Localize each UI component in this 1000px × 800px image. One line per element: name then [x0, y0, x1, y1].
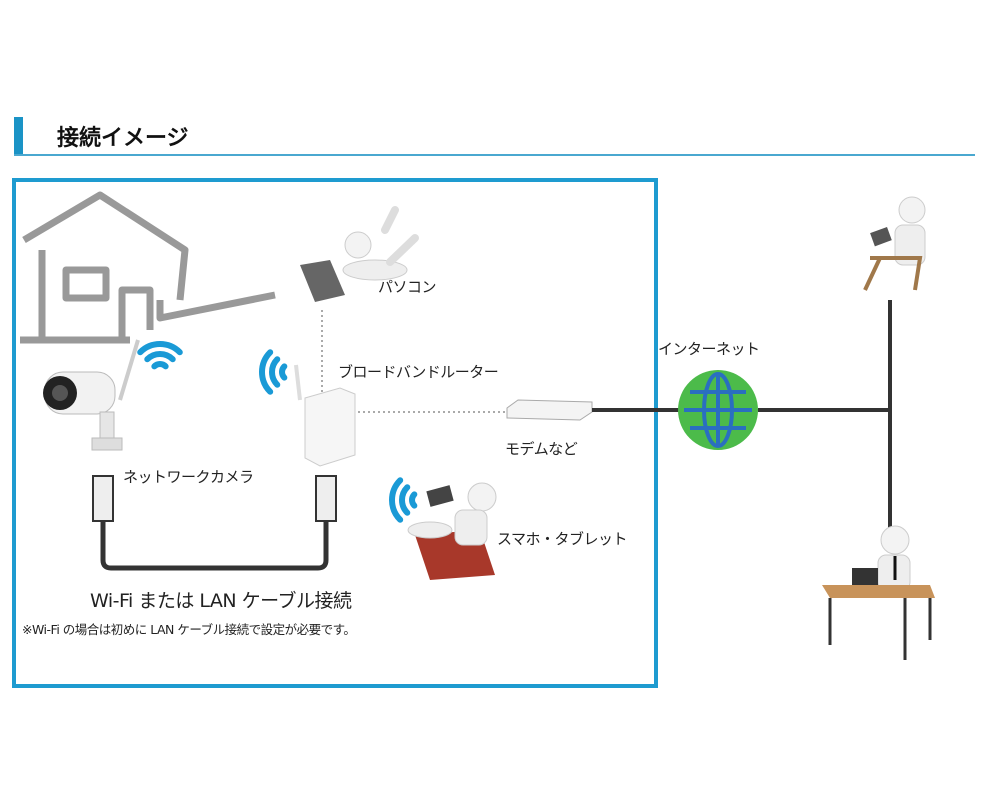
- wifi-icon: [259, 349, 288, 395]
- router-label: ブロードバンドルーター: [338, 363, 499, 381]
- pc-label: パソコン: [378, 278, 437, 296]
- internet-label: インターネット: [658, 340, 760, 358]
- smartphone-user-icon: [407, 482, 497, 580]
- title-divider: [14, 154, 975, 156]
- setup-note: ※Wi-Fi の場合は初めに LAN ケーブル接続で設定が必要です。: [22, 622, 356, 637]
- connection-label: Wi-Fi または LAN ケーブル接続: [90, 590, 352, 612]
- smartphone-label: スマホ・タブレット: [497, 530, 628, 548]
- wifi-icon: [389, 477, 418, 523]
- house-icon: [20, 191, 276, 344]
- lan-connector-icon: [92, 475, 114, 522]
- internet-globe-icon: [678, 370, 758, 450]
- page-title: 接続イメージ: [57, 125, 189, 151]
- local-network-frame: [12, 178, 658, 688]
- remote-tablet-user-icon: [863, 196, 926, 291]
- title-accent-bar: [14, 117, 23, 155]
- modem-icon: [506, 399, 593, 421]
- network-camera-icon: [43, 339, 140, 451]
- router-icon: [294, 364, 356, 467]
- wifi-icon: [137, 341, 183, 370]
- laptop-user-icon: [300, 206, 419, 302]
- lan-cable: [92, 475, 337, 571]
- modem-label: モデムなど: [505, 440, 578, 458]
- camera-label: ネットワークカメラ: [123, 468, 254, 486]
- lan-connector-icon: [315, 475, 337, 522]
- remote-desk-user-icon: [822, 525, 935, 660]
